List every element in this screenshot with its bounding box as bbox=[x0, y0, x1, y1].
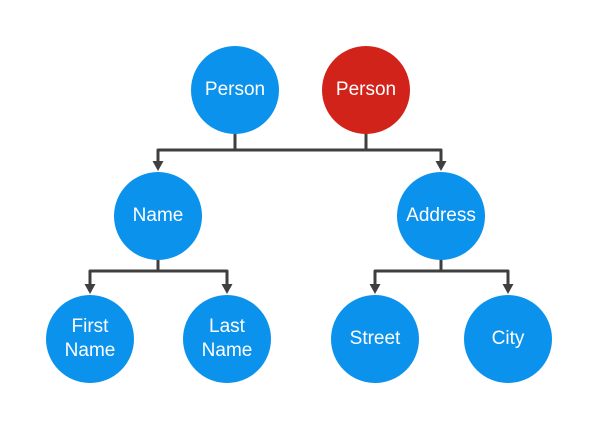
node-label: Person bbox=[335, 79, 397, 101]
node-person-original[interactable]: Person bbox=[191, 46, 279, 134]
connector-bar-address bbox=[373, 269, 510, 285]
node-first-name[interactable]: First Name bbox=[46, 295, 134, 383]
node-city[interactable]: City bbox=[464, 295, 552, 383]
node-last-name[interactable]: Last Name bbox=[183, 295, 271, 383]
node-label: Name bbox=[132, 205, 184, 227]
node-label: Person bbox=[204, 79, 266, 101]
node-name[interactable]: Name bbox=[114, 172, 202, 260]
arrow-down-icon bbox=[221, 284, 233, 294]
connector-bar-level-1 bbox=[156, 148, 443, 162]
arrow-down-icon bbox=[369, 284, 381, 294]
connector-bar-name bbox=[88, 269, 229, 285]
node-street[interactable]: Street bbox=[331, 295, 419, 383]
node-person-duplicate[interactable]: Person bbox=[322, 46, 410, 134]
node-label: Address bbox=[406, 205, 476, 227]
node-address[interactable]: Address bbox=[397, 172, 485, 260]
arrow-down-icon bbox=[502, 284, 514, 294]
connector-name-to-children bbox=[84, 258, 233, 294]
arrow-down-icon bbox=[152, 161, 164, 171]
node-label: Last Name bbox=[201, 316, 253, 361]
arrow-down-icon bbox=[84, 284, 96, 294]
connector-address-to-children bbox=[369, 258, 514, 294]
connector-persons-to-name-address bbox=[152, 132, 447, 171]
node-label: Street bbox=[349, 328, 401, 350]
node-label: First Name bbox=[64, 316, 116, 361]
arrow-down-icon bbox=[435, 161, 447, 171]
node-label: City bbox=[491, 328, 525, 350]
